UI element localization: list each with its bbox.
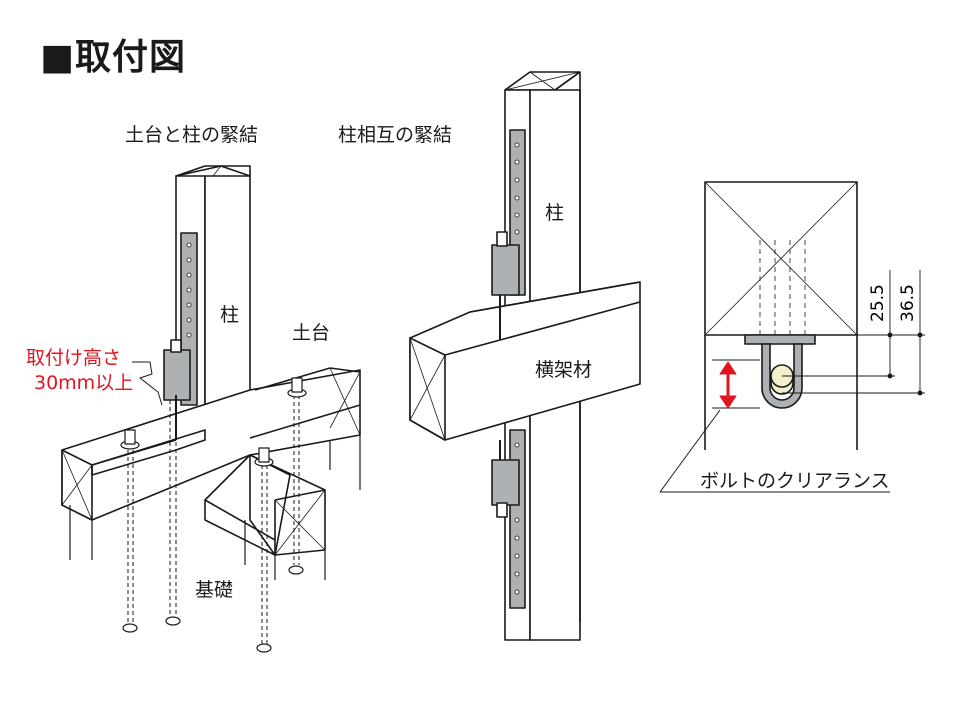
height-note-line2: 30mm以上: [34, 372, 134, 394]
hold-down-hardware-1: [163, 232, 198, 440]
caption-post-post: 柱相互の緊結: [338, 124, 453, 146]
hold-down-hardware-2-lower: [491, 429, 526, 609]
diagram-post-post: [409, 71, 641, 641]
bolt-heads: [120, 377, 307, 653]
diagram-sill-post: [61, 165, 361, 653]
caption-sill-post: 土台と柱の緊結: [125, 124, 259, 146]
sill-label: 土台: [292, 322, 331, 344]
dimension-36-5: 36.5: [898, 284, 918, 322]
page-title: ■取付図: [40, 37, 187, 78]
height-note-line1: 取付け高さ: [26, 347, 122, 369]
post-label-2: 柱: [545, 202, 565, 224]
height-note-leader: [132, 361, 163, 406]
clearance-callout: ボルトのクリアランス: [700, 470, 890, 492]
sill-2: [204, 454, 326, 556]
callout-leader: [659, 409, 890, 493]
anchor-bolts: [127, 395, 300, 645]
post-label-1: 柱: [220, 304, 240, 326]
post-section: [704, 181, 858, 450]
foundation-outline: [69, 435, 361, 580]
beam: [409, 281, 641, 441]
hold-down-hardware-2-upper: [491, 129, 526, 340]
diagram-bolt-clearance: [659, 181, 925, 493]
bracket: [744, 334, 816, 409]
dimension-25-5: 25.5: [868, 284, 888, 322]
clearance-arrow: [719, 361, 737, 409]
sill-1: [61, 367, 361, 521]
dimension-lines: [705, 270, 925, 409]
foundation-label: 基礎: [195, 579, 234, 601]
beam-label: 横架材: [535, 359, 593, 381]
